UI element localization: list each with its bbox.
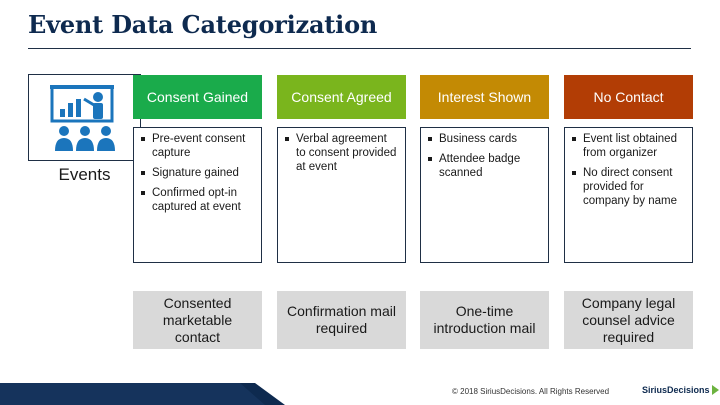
list-item: Signature gained — [140, 166, 255, 180]
presentation-audience-icon — [49, 84, 115, 151]
list-item: Event list obtained from organizer — [571, 132, 686, 160]
column-consent-gained-details: Pre-event consent capture Signature gain… — [133, 127, 262, 263]
column-no-contact-heading: No Contact — [564, 75, 693, 119]
column-no-contact-details: Event list obtained from organizer No di… — [564, 127, 693, 263]
column-consent-agreed-heading: Consent Agreed — [277, 75, 406, 119]
column-interest-shown-details: Business cards Attendee badge scanned — [420, 127, 549, 263]
page-title: Event Data Categorization — [28, 10, 378, 39]
list-item: Pre-event consent capture — [140, 132, 255, 160]
list-item: Confirmed opt-in captured at event — [140, 186, 255, 214]
company-logo: SiriusDecisions — [642, 385, 719, 395]
column-interest-shown-heading: Interest Shown — [420, 75, 549, 119]
column-consent-agreed-details: Verbal agreement to consent provided at … — [277, 127, 406, 263]
events-label: Events — [58, 165, 111, 184]
column-consent-gained-heading: Consent Gained — [133, 75, 262, 119]
column-no-contact-outcome: Company legal counsel advice required — [564, 291, 693, 349]
list-item: No direct consent provided for company b… — [571, 166, 686, 208]
column-consent-agreed-outcome: Confirmation mail required — [277, 291, 406, 349]
logo-text: SiriusDecisions — [642, 385, 710, 395]
list-item: Attendee badge scanned — [427, 152, 542, 180]
column-consent-gained-outcome: Consented marketable contact — [133, 291, 262, 349]
footer-band — [0, 383, 285, 405]
logo-arrow-icon — [711, 385, 719, 395]
column-interest-shown-outcome: One-time introduction mail — [420, 291, 549, 349]
title-divider — [28, 48, 691, 49]
copyright-text: © 2018 SiriusDecisions. All Rights Reser… — [452, 387, 610, 396]
list-item: Verbal agreement to consent provided at … — [284, 132, 399, 174]
list-item: Business cards — [427, 132, 542, 146]
events-box — [28, 74, 141, 161]
